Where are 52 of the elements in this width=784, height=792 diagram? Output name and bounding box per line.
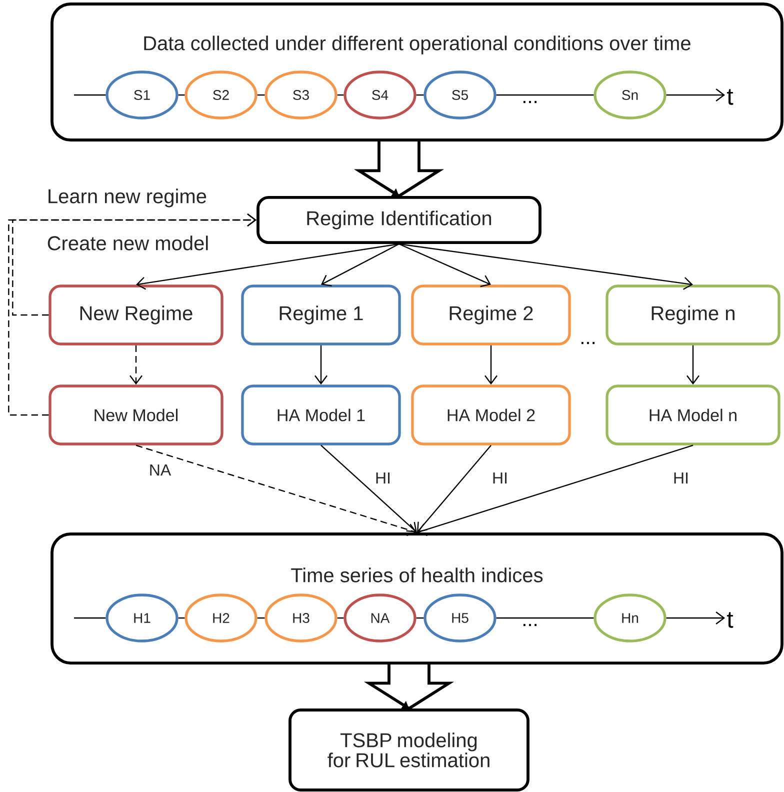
timeline-line — [257, 617, 265, 619]
timeline-line — [74, 617, 106, 619]
ellipsis: ... — [523, 624, 536, 626]
axis-label: t — [727, 612, 734, 628]
arrow — [136, 444, 417, 536]
block-arrow — [354, 140, 444, 198]
edge-label: HI — [376, 472, 390, 484]
edge-label: Learn new regime — [48, 188, 206, 208]
timeline-line — [337, 617, 344, 619]
process-box: Regime Identification — [256, 196, 542, 244]
process-box: HA Model n — [606, 384, 780, 446]
panel-title: Time series of health indices — [291, 568, 543, 582]
timeline-line — [178, 617, 185, 619]
process-box: Regime 1 — [241, 284, 401, 346]
arrow — [398, 243, 491, 288]
arrow — [130, 345, 142, 385]
process-box: Regime 2 — [411, 284, 571, 346]
block-arrow — [364, 663, 454, 710]
panel-title: Data collected under different operational conditions over time — [144, 36, 690, 54]
edge-label: Create new model — [48, 236, 208, 250]
timeline-line — [496, 94, 594, 96]
ellipsis: ... — [581, 342, 594, 344]
process-box: HA Model 1 — [241, 384, 401, 446]
timeline-line — [666, 612, 726, 624]
timeline-line — [74, 94, 106, 96]
timeline-line — [337, 94, 344, 96]
arrow — [398, 243, 693, 290]
arrow — [417, 444, 492, 532]
process-box: HA Model 2 — [411, 384, 571, 446]
arrow — [417, 444, 694, 536]
process-box: Regime n — [606, 284, 780, 346]
axis-label: t — [727, 89, 734, 105]
arrow — [136, 243, 400, 290]
timeline-line — [496, 617, 594, 619]
arrow — [320, 444, 417, 532]
arrow — [686, 345, 700, 385]
timeline-line — [416, 94, 424, 96]
timeline-line — [416, 617, 424, 619]
process-box: TSBP modeling for RUL estimation — [288, 708, 530, 792]
arrow — [314, 345, 328, 385]
process-box: New Model — [48, 384, 224, 446]
ellipsis: ... — [523, 100, 536, 104]
arrow — [484, 345, 498, 385]
arrow — [321, 243, 400, 286]
timeline-line — [178, 94, 185, 96]
process-box: New Regime — [48, 284, 224, 346]
feedback-arrow — [8, 214, 257, 416]
timeline-line — [666, 88, 726, 102]
timeline-line — [257, 94, 265, 96]
edge-label: NA — [150, 464, 172, 476]
edge-label: HI — [674, 472, 688, 484]
edge-label: HI — [493, 472, 507, 484]
